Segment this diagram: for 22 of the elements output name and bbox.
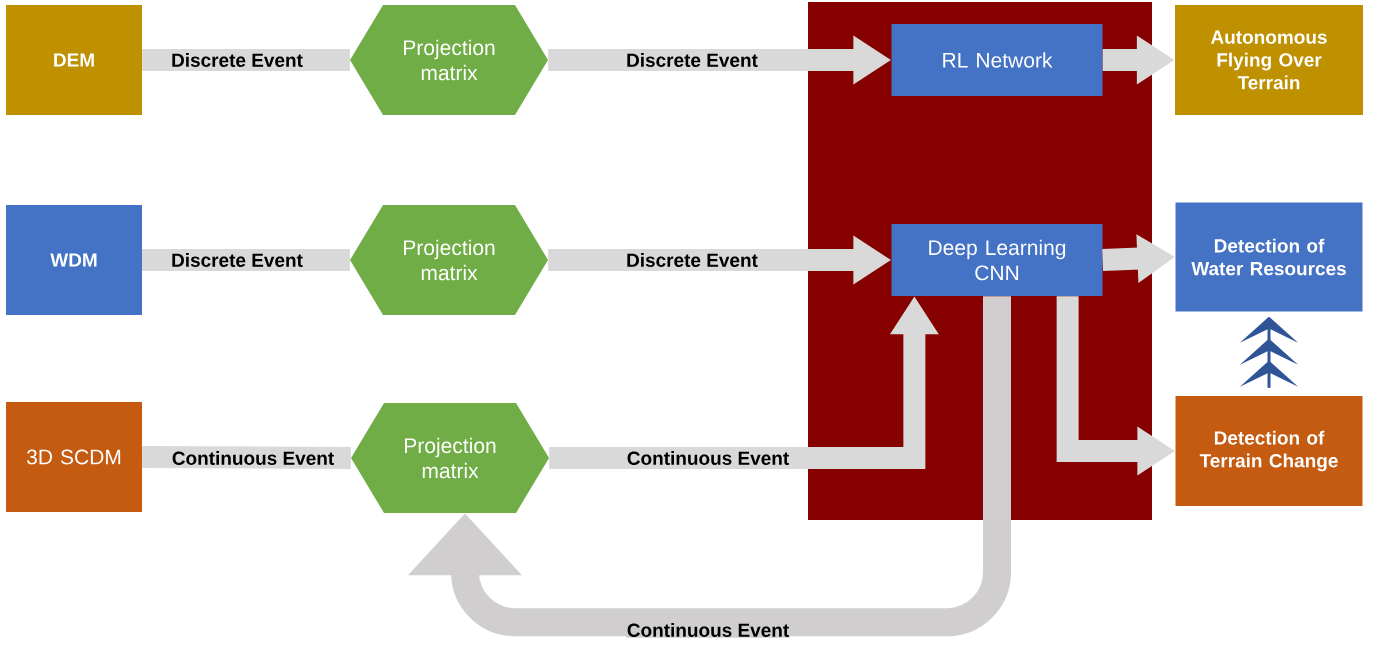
arrow [408, 296, 1011, 637]
connector-band [142, 49, 350, 71]
source-box: DEM [6, 5, 142, 115]
edge-label: Continuous Event [626, 450, 790, 466]
projection-hexagon: Projection matrix [350, 205, 548, 315]
source-box: 3D SCDM [6, 402, 142, 512]
edge-label: Discrete Event [625, 252, 759, 268]
edge-label: Continuous Event [171, 450, 335, 466]
output-box: Autonomous Flying Over Terrain [1175, 5, 1363, 115]
projection-hexagon: Projection matrix [350, 5, 548, 115]
network-box: RL Network [891, 24, 1103, 96]
edge-label: Continuous Event [626, 622, 790, 638]
connector-band [142, 446, 351, 469]
edge-label: Discrete Event [170, 52, 304, 68]
network-box: Deep Learning CNN [891, 224, 1103, 296]
edge-label: Discrete Event [170, 252, 304, 268]
source-box: WDM [6, 205, 142, 315]
connector-band [142, 249, 350, 271]
output-box: Detection of Water Resources [1175, 202, 1363, 312]
projection-hexagon: Projection matrix [351, 403, 549, 513]
edge-label: Discrete Event [625, 52, 759, 68]
output-box: Detection of Terrain Change [1175, 396, 1363, 506]
